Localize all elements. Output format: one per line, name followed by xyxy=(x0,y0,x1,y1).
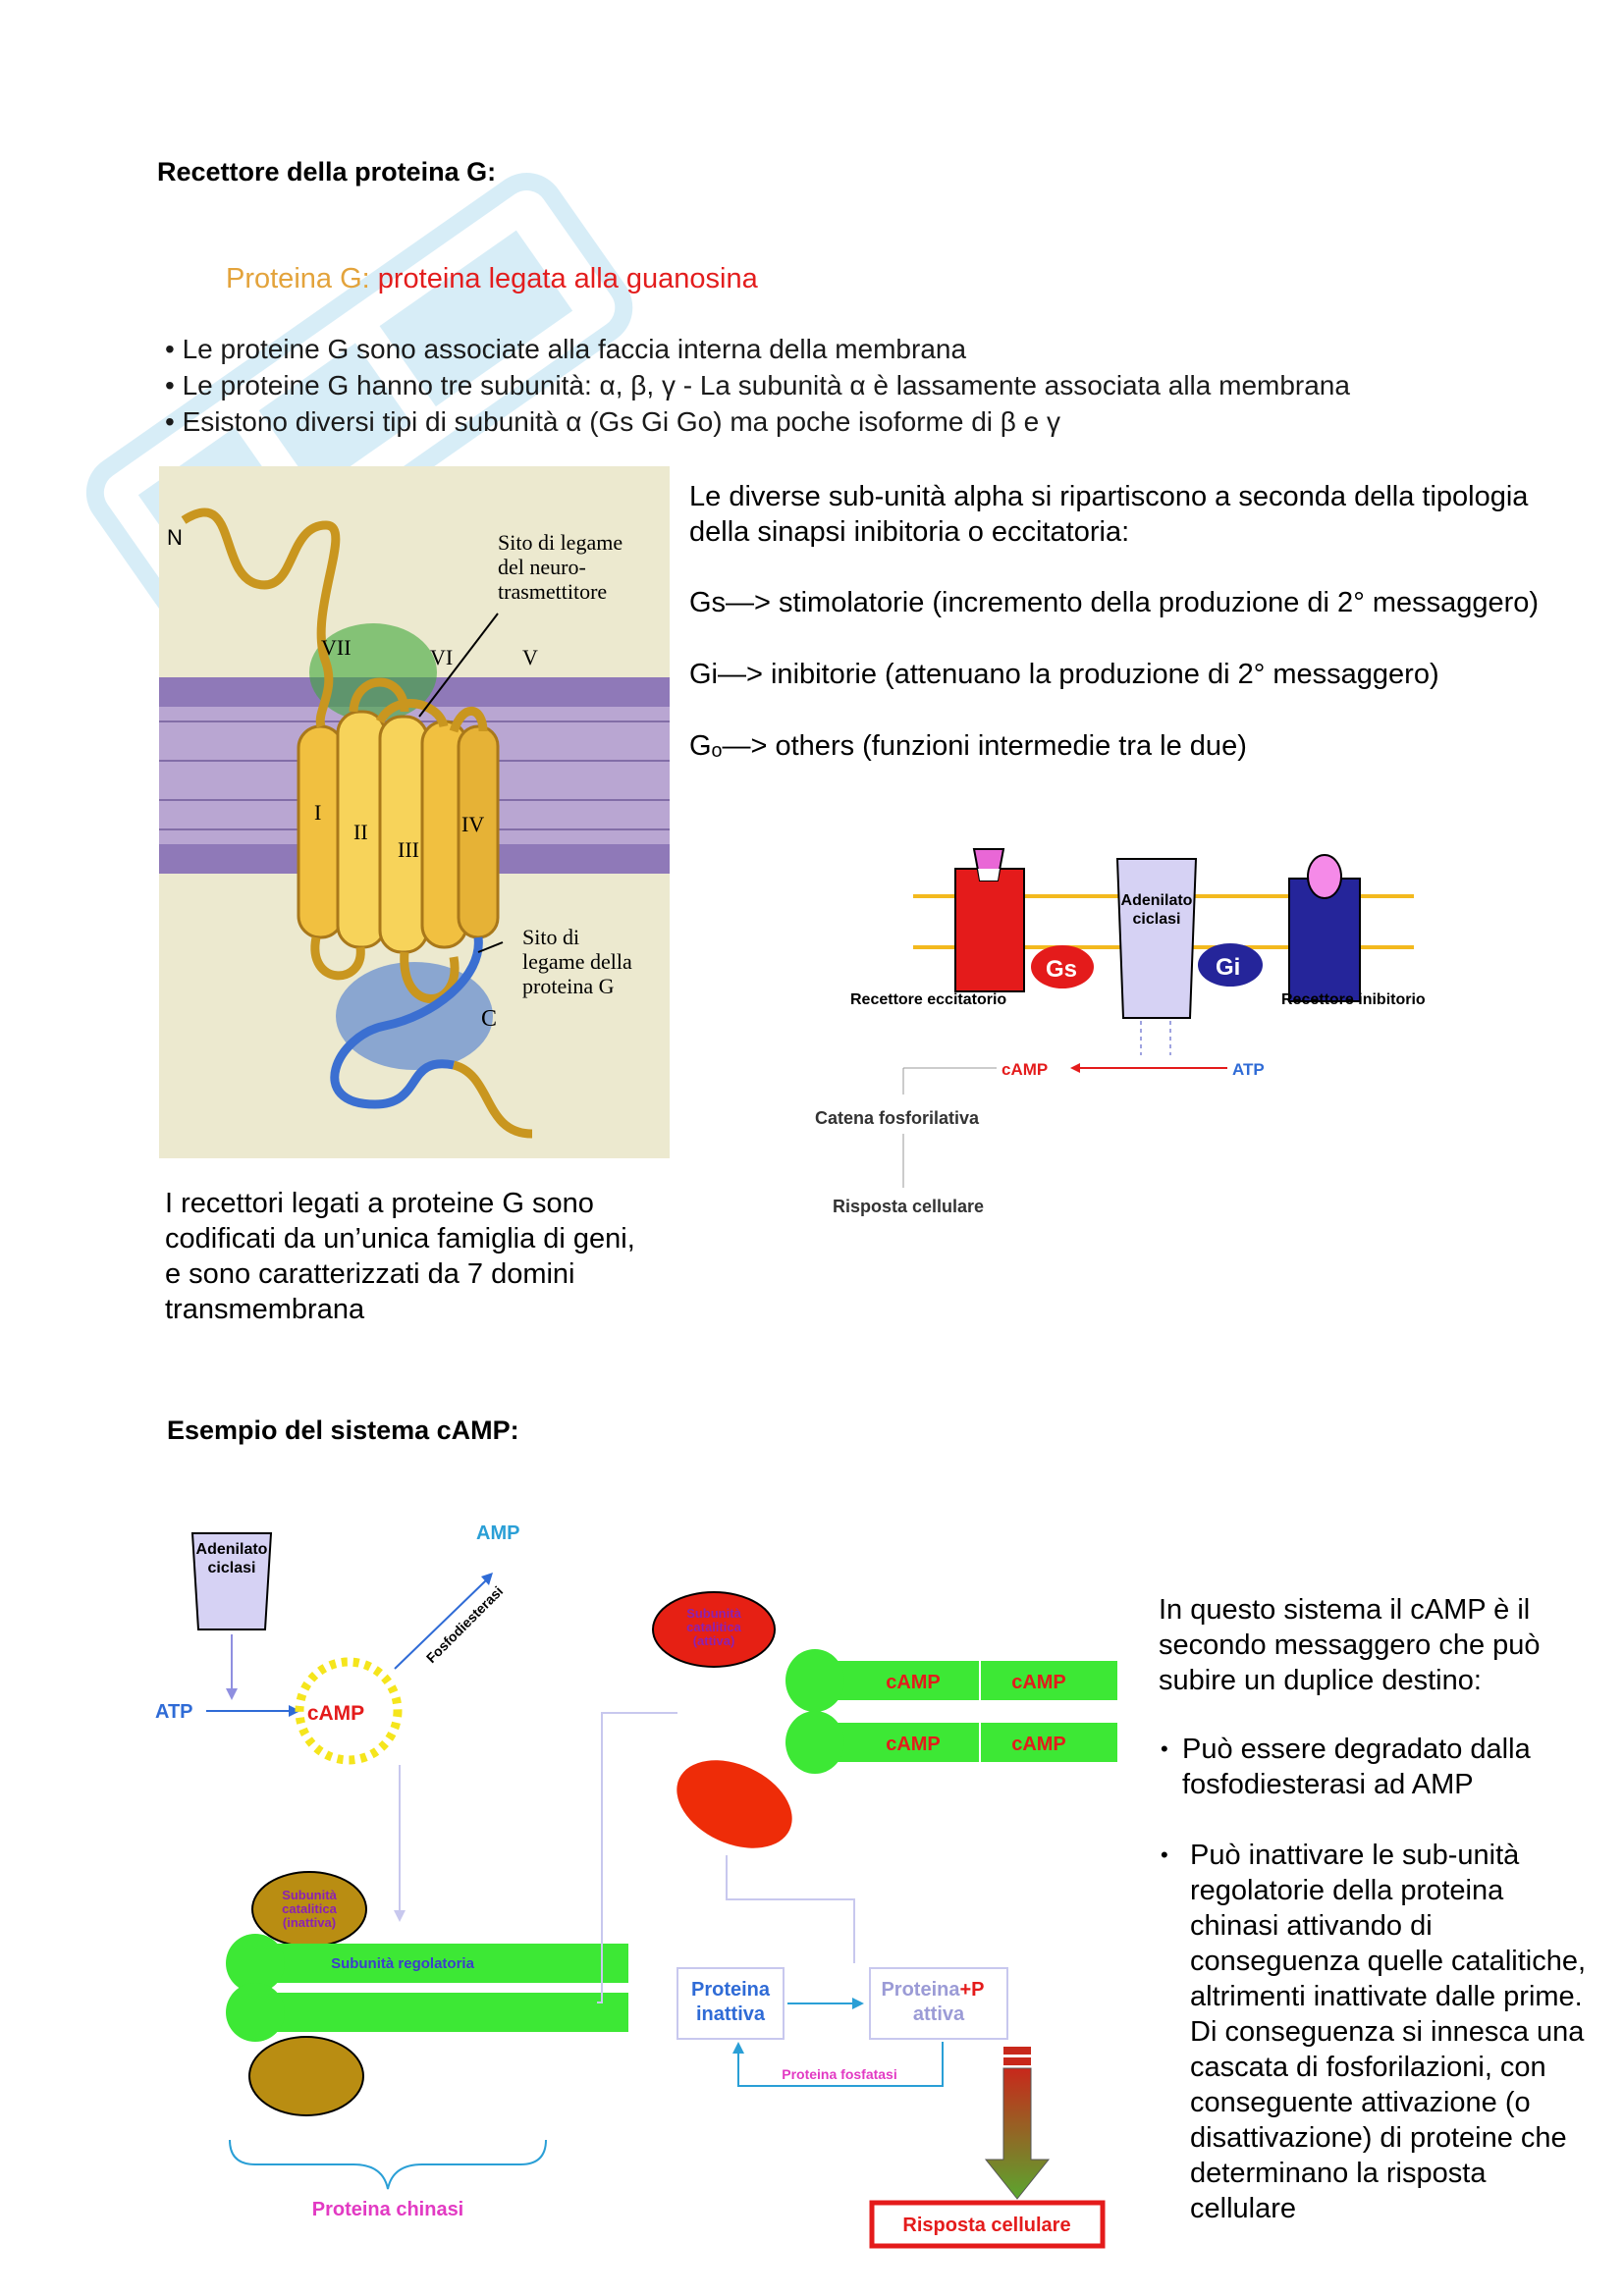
text-line: Le diverse sub-unità alpha si ripartisco… xyxy=(689,479,1602,514)
excitatory-receptor-label: Recettore eccitatorio xyxy=(850,991,1006,1008)
c-terminus-label: C xyxy=(481,1006,497,1032)
text-line: disattivazione) di proteine che xyxy=(1190,2120,1610,2156)
text-line: cascata di fosforilazioni, con xyxy=(1190,2050,1610,2085)
label-line: del neuro- xyxy=(498,555,586,579)
receptor-signal-diagram: Gs Gi Adenilato ciclasi Recettore eccita… xyxy=(805,829,1434,1242)
go-text: Gₒ—> others (funzioni intermedie tra le … xyxy=(689,728,1602,764)
phospho-chain-label: Catena fosforilativa xyxy=(815,1108,980,1128)
plus-p-text: +P xyxy=(960,1979,985,2001)
n-terminus-label: N xyxy=(167,525,183,550)
section-heading-camp: Esempio del sistema cAMP: xyxy=(167,1415,519,1446)
slide-bullet: • Esistono diversi tipi di subunità α (G… xyxy=(165,403,1350,440)
adenilato-label: Adenilato xyxy=(196,1541,268,1558)
cell-response-label: Risposta cellulare xyxy=(833,1197,984,1216)
slide-title-prefix: Proteina G: xyxy=(226,263,378,294)
slide-title-rest: proteina legata alla guanosina xyxy=(378,263,758,294)
amp-label: AMP xyxy=(476,1522,519,1544)
sub-cat-active-label: catalitica xyxy=(686,1620,741,1634)
gi-text: Gi—> inibitorie (attenuano la produzione… xyxy=(689,657,1602,692)
gs-text: Gs—> stimolatorie (incremento della prod… xyxy=(689,585,1602,620)
section-heading-recettore: Recettore della proteina G: xyxy=(157,157,496,187)
camp-explanation: In questo sistema il cAMP è il secondo m… xyxy=(1159,1592,1610,2226)
text-line: chinasi attivando di xyxy=(1190,1908,1610,1944)
text-line: Può essere degradato dalla xyxy=(1182,1732,1610,1767)
helix-label: III xyxy=(398,837,419,862)
text-line: Di conseguenza si innesca una xyxy=(1190,2014,1610,2050)
slide-bullet: • Le proteine G sono associate alla facc… xyxy=(165,331,1350,367)
protein-kinase-label: Proteina chinasi xyxy=(312,2199,464,2220)
text-line: In questo sistema il cAMP è il xyxy=(1159,1592,1610,1628)
bullet-dot: • xyxy=(1161,1732,1168,1767)
helix-label: VI xyxy=(430,645,453,669)
camp-label: cAMP xyxy=(886,1672,941,1693)
sub-cat-active-label: Subunità xyxy=(686,1606,741,1621)
bullet-item: • Può essere degradato dalla fosfodieste… xyxy=(1159,1732,1610,1802)
receptor-caption: I recettori legati a proteine G sono cod… xyxy=(165,1186,676,1327)
text-line: della sinapsi inibitoria o eccitatoria: xyxy=(689,514,1602,550)
slide-bullets: • Le proteine G sono associate alla facc… xyxy=(165,331,1350,440)
subunit-text: Le diverse sub-unità alpha si ripartisco… xyxy=(689,479,1602,764)
helix-label: II xyxy=(353,820,368,844)
text-line: fosfodiesterasi ad AMP xyxy=(1182,1767,1610,1802)
text-line: codificati da un’unica famiglia di geni, xyxy=(165,1221,676,1256)
active-label: attiva xyxy=(913,2003,965,2025)
camp-system-diagram: Adenilato ciclasi ATP cAMP AMP Fosfodies… xyxy=(147,1512,1119,2258)
text-line: I recettori legati a proteine G sono xyxy=(165,1186,676,1221)
label-line: trasmettitore xyxy=(498,579,607,604)
camp-label: cAMP xyxy=(886,1734,941,1755)
text-line: regolatorie della proteina xyxy=(1190,1873,1610,1908)
sub-cat-active-label: (attiva) xyxy=(693,1633,735,1648)
text-line: subire un duplice destino: xyxy=(1159,1663,1610,1698)
bullet-item: • Può inattivare le sub-unità regolatori… xyxy=(1159,1838,1610,2226)
camp-label: cAMP xyxy=(1011,1734,1066,1755)
protein-inactive-label: inattiva xyxy=(696,2003,766,2025)
adenilato-label: Adenilato xyxy=(1121,892,1193,909)
sub-cat-inactive-label: Subunità xyxy=(282,1888,337,1902)
camp-label: cAMP xyxy=(307,1702,364,1725)
sub-cat-inactive-label: catalitica xyxy=(282,1901,337,1916)
gs-label: Gs xyxy=(1046,956,1077,983)
protein-p-text: Proteina xyxy=(881,1979,960,2001)
label-line: Sito di xyxy=(522,925,579,949)
adenilato-label: ciclasi xyxy=(208,1560,256,1576)
text-line: cellulare xyxy=(1190,2191,1610,2226)
text-line: secondo messaggero che può xyxy=(1159,1628,1610,1663)
bullet-dot: • xyxy=(1161,1838,1168,1873)
label-line: Sito di legame xyxy=(498,530,623,555)
text-line: conseguente attivazione (o xyxy=(1190,2085,1610,2120)
text-line: transmembrana xyxy=(165,1292,676,1327)
adenilato-label: ciclasi xyxy=(1133,911,1181,928)
cell-response-label: Risposta cellulare xyxy=(902,2215,1070,2236)
fosfodiesterasi-label: Fosfodiesterasi xyxy=(423,1583,506,1666)
atp-label: ATP xyxy=(1232,1060,1265,1079)
protein-inactive-label: Proteina xyxy=(691,1979,771,2001)
slide-bullet: • Le proteine G hanno tre subunità: α, β… xyxy=(165,367,1350,403)
slide-title: Proteina G: proteina legata alla guanosi… xyxy=(226,263,758,295)
g-protein-receptor-figure: N C I II III IV V VI VII Sito di legame … xyxy=(159,466,670,1158)
gi-label: Gi xyxy=(1216,954,1240,981)
text-line: e sono caratterizzati da 7 domini xyxy=(165,1256,676,1292)
text-line: determinano la risposta xyxy=(1190,2156,1610,2191)
helix-label: V xyxy=(522,645,538,669)
text-line: altrimenti inattivate dalle prime. xyxy=(1190,1979,1610,2014)
protein-p-label: Proteina+P xyxy=(881,1979,984,2001)
helix-label: VII xyxy=(321,635,352,660)
label-line: proteina G xyxy=(522,974,615,998)
text-line: Può inattivare le sub-unità xyxy=(1190,1838,1610,1873)
camp-label: cAMP xyxy=(1011,1672,1066,1693)
inhibitory-receptor-label: Recettore inibitorio xyxy=(1281,991,1426,1008)
text-line: conseguenza quelle catalitiche, xyxy=(1190,1944,1610,1979)
sub-reg-label: Subunità regolatoria xyxy=(331,1955,475,1972)
helix-label: I xyxy=(314,800,321,825)
phosphatase-label: Proteina fosfatasi xyxy=(782,2066,896,2082)
label-line: legame della xyxy=(522,949,632,974)
camp-label: cAMP xyxy=(1001,1060,1048,1079)
helix-label: IV xyxy=(461,812,484,836)
sub-cat-inactive-label: (inattiva) xyxy=(283,1915,336,1930)
atp-label: ATP xyxy=(155,1701,193,1723)
